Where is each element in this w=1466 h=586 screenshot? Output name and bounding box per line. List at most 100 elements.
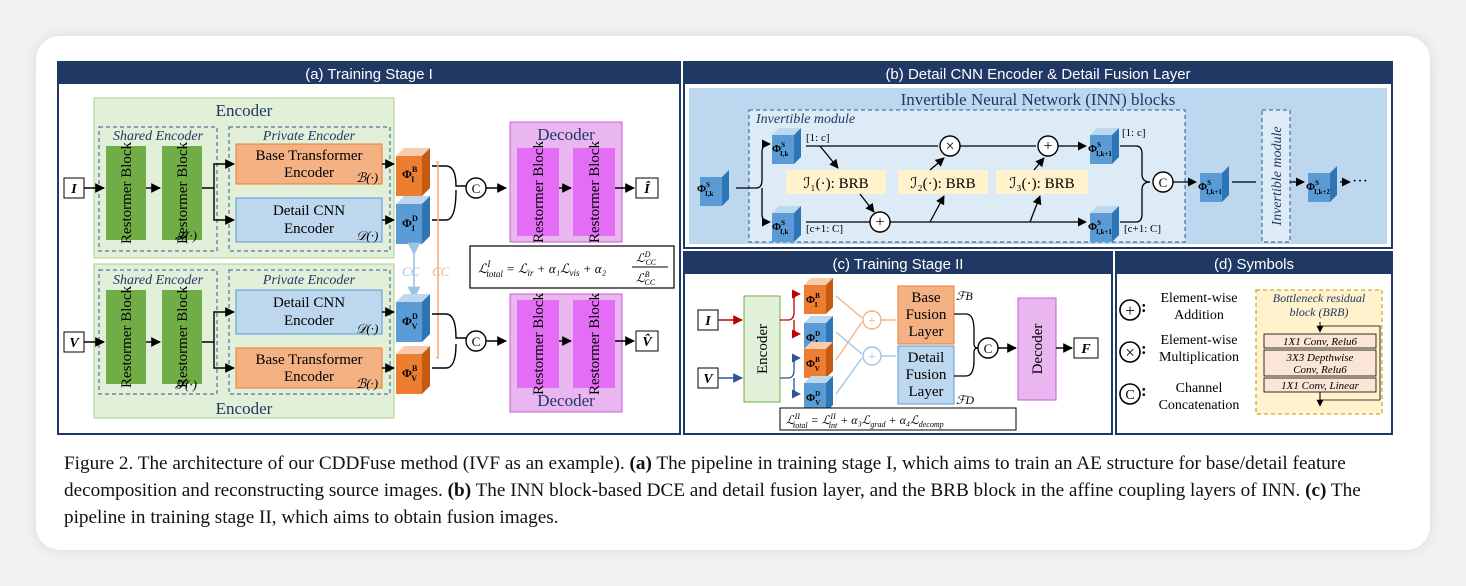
c-line-vd-add <box>835 357 863 395</box>
loss-box-c <box>779 407 1017 431</box>
c-arr-vd <box>791 378 801 399</box>
detail-cnn-bottom-l2: Encoder <box>284 313 334 329</box>
base-transformer-top-l1: Base Transformer <box>255 148 362 164</box>
decoder-bottom-block-2-label: Restormer Block <box>587 292 603 395</box>
brb-i2 <box>898 170 988 194</box>
symbol-cat-colon: : <box>1141 381 1147 400</box>
b-label-bottom: ℬ(·) <box>356 376 378 391</box>
encoder-bottom-label: Encoder <box>216 399 273 418</box>
s-label-bottom: 𝒮(·) <box>175 377 197 392</box>
architecture-diagram: (a) Training Stage I Encoder Shared Enco… <box>57 61 1393 435</box>
c-input-v-label: V <box>703 372 714 387</box>
detail-fusion-l3: Layer <box>909 384 944 400</box>
panel-b-header: (b) Detail CNN Encoder & Detail Fusion L… <box>885 66 1190 83</box>
arrow-merge-top <box>1120 145 1151 183</box>
c-line-ib-add <box>835 295 863 319</box>
restormer-block-3 <box>106 290 146 384</box>
panel-a: (a) Training Stage I Encoder Shared Enco… <box>57 61 681 435</box>
c-arr-base-cat <box>954 313 979 349</box>
cc-detail-label: CC <box>402 264 420 279</box>
base-fusion-l1: Base <box>911 290 941 306</box>
invertible-module-2-label: Invertible module <box>1270 126 1285 226</box>
brb-layer-3-label: 1X1 Conv, Linear <box>1281 380 1359 392</box>
output-v-box <box>635 330 659 352</box>
base-fusion-l3: Layer <box>909 324 944 340</box>
brb-title-l2: block (BRB) <box>1290 305 1349 319</box>
panel-a-header: (a) Training Stage I <box>305 66 433 83</box>
input-v-label: V <box>69 336 80 351</box>
decoder-bottom-block-1 <box>517 300 559 388</box>
brb-skip <box>1320 325 1381 401</box>
caption-a-text: The pipeline in training stage I, which … <box>64 453 1346 501</box>
decoder-top-block-2-label: Restormer Block <box>587 140 603 243</box>
panel-d-header: (d) Symbols <box>1214 256 1294 273</box>
base-transformer-bottom-l1: Base Transformer <box>255 352 362 368</box>
fb-label: ℱB <box>956 289 973 303</box>
restormer-block-2-label: Restormer Block <box>175 141 191 244</box>
arrow-bottom-to-i3 <box>1029 195 1042 223</box>
brb-i1 <box>786 170 886 194</box>
brb-i2-label: ℐ₂(·): BRB <box>910 176 975 192</box>
c-line-vb-add <box>835 321 863 361</box>
detail-cnn-top-l2: Encoder <box>284 221 334 237</box>
add-op-bottom-icon: + <box>875 214 884 231</box>
caption-c-text: The pipeline in training stage II, which… <box>64 480 1361 528</box>
arrow-i1-add <box>859 193 875 213</box>
split-top-right-label: [1: c] <box>1122 127 1146 139</box>
detail-cnn-bottom-l1: Detail CNN <box>273 295 345 311</box>
brb-layer-2-l1: 3X3 Depthwise <box>1286 352 1354 364</box>
continuation-dots: ··· <box>1352 173 1368 190</box>
symbol-cat-l2: Concatenation <box>1159 398 1240 413</box>
brb-layer-1-label: 1X1 Conv, Relu6 <box>1283 336 1358 348</box>
brb-layer-2 <box>1263 349 1377 377</box>
c-arr-ib <box>780 289 801 321</box>
restormer-block-3-label: Restormer Block <box>119 285 135 388</box>
c-decoder-label: Decoder <box>1030 324 1046 375</box>
panel-d-header-bar <box>1116 252 1392 274</box>
arrow-top-to-i1 <box>819 145 839 169</box>
inn-title: Invertible Neural Network (INN) blocks <box>901 90 1176 109</box>
c-arr-id <box>791 320 801 339</box>
caption-b-text: The INN block-based DCE and detail fusio… <box>475 480 1301 501</box>
symbol-mul-l1: Element-wise <box>1161 333 1238 348</box>
fd-label: ℱD <box>956 393 974 407</box>
arrow-bottom-to-i2 <box>929 195 945 223</box>
decoder-top-block-1 <box>517 148 559 236</box>
symbol-mul-icon <box>1119 341 1141 363</box>
panel-d: (d) Symbols + : Element-wise Addition × … <box>1115 251 1393 435</box>
arrow-split-detail-top <box>213 188 235 225</box>
brb-i3 <box>996 170 1088 194</box>
arrow-split-base-top <box>202 159 235 189</box>
decoder-bottom-label: Decoder <box>537 391 595 410</box>
symbol-add-l1: Element-wise <box>1161 291 1238 306</box>
restormer-block-4 <box>162 290 202 384</box>
symbol-mul-colon: : <box>1141 339 1147 358</box>
c-decoder <box>1017 297 1057 401</box>
output-i-box <box>635 177 659 199</box>
arrow-split-detail-bottom <box>202 307 235 343</box>
symbol-cat-icon <box>1119 383 1141 405</box>
c-concat-label: C <box>984 341 993 356</box>
caption-c-tag: (c) <box>1305 480 1327 501</box>
c-arr-vb <box>780 353 801 379</box>
shared-encoder-top-label: Shared Encoder <box>113 129 204 144</box>
base-transformer-bottom <box>235 347 383 389</box>
split-bottom-right-label: [c+1: C] <box>1124 223 1161 235</box>
concat-b-label: C <box>1159 175 1168 190</box>
detail-cnn-top-l1: Detail CNN <box>273 203 345 219</box>
brb-i3-label: ℐ₃(·): BRB <box>1009 176 1074 192</box>
decoder-top-block-2 <box>573 148 615 236</box>
c-output-f-label: F <box>1080 342 1091 357</box>
split-bottom-label: [c+1: C] <box>806 223 843 235</box>
panel-c-header-bar <box>684 252 1112 274</box>
arrow-split-bottom-b <box>761 188 771 227</box>
symbol-cat-l1: Channel <box>1176 381 1223 396</box>
arrow-split-top-b <box>736 139 771 189</box>
concat-bottom-label: C <box>472 334 481 349</box>
